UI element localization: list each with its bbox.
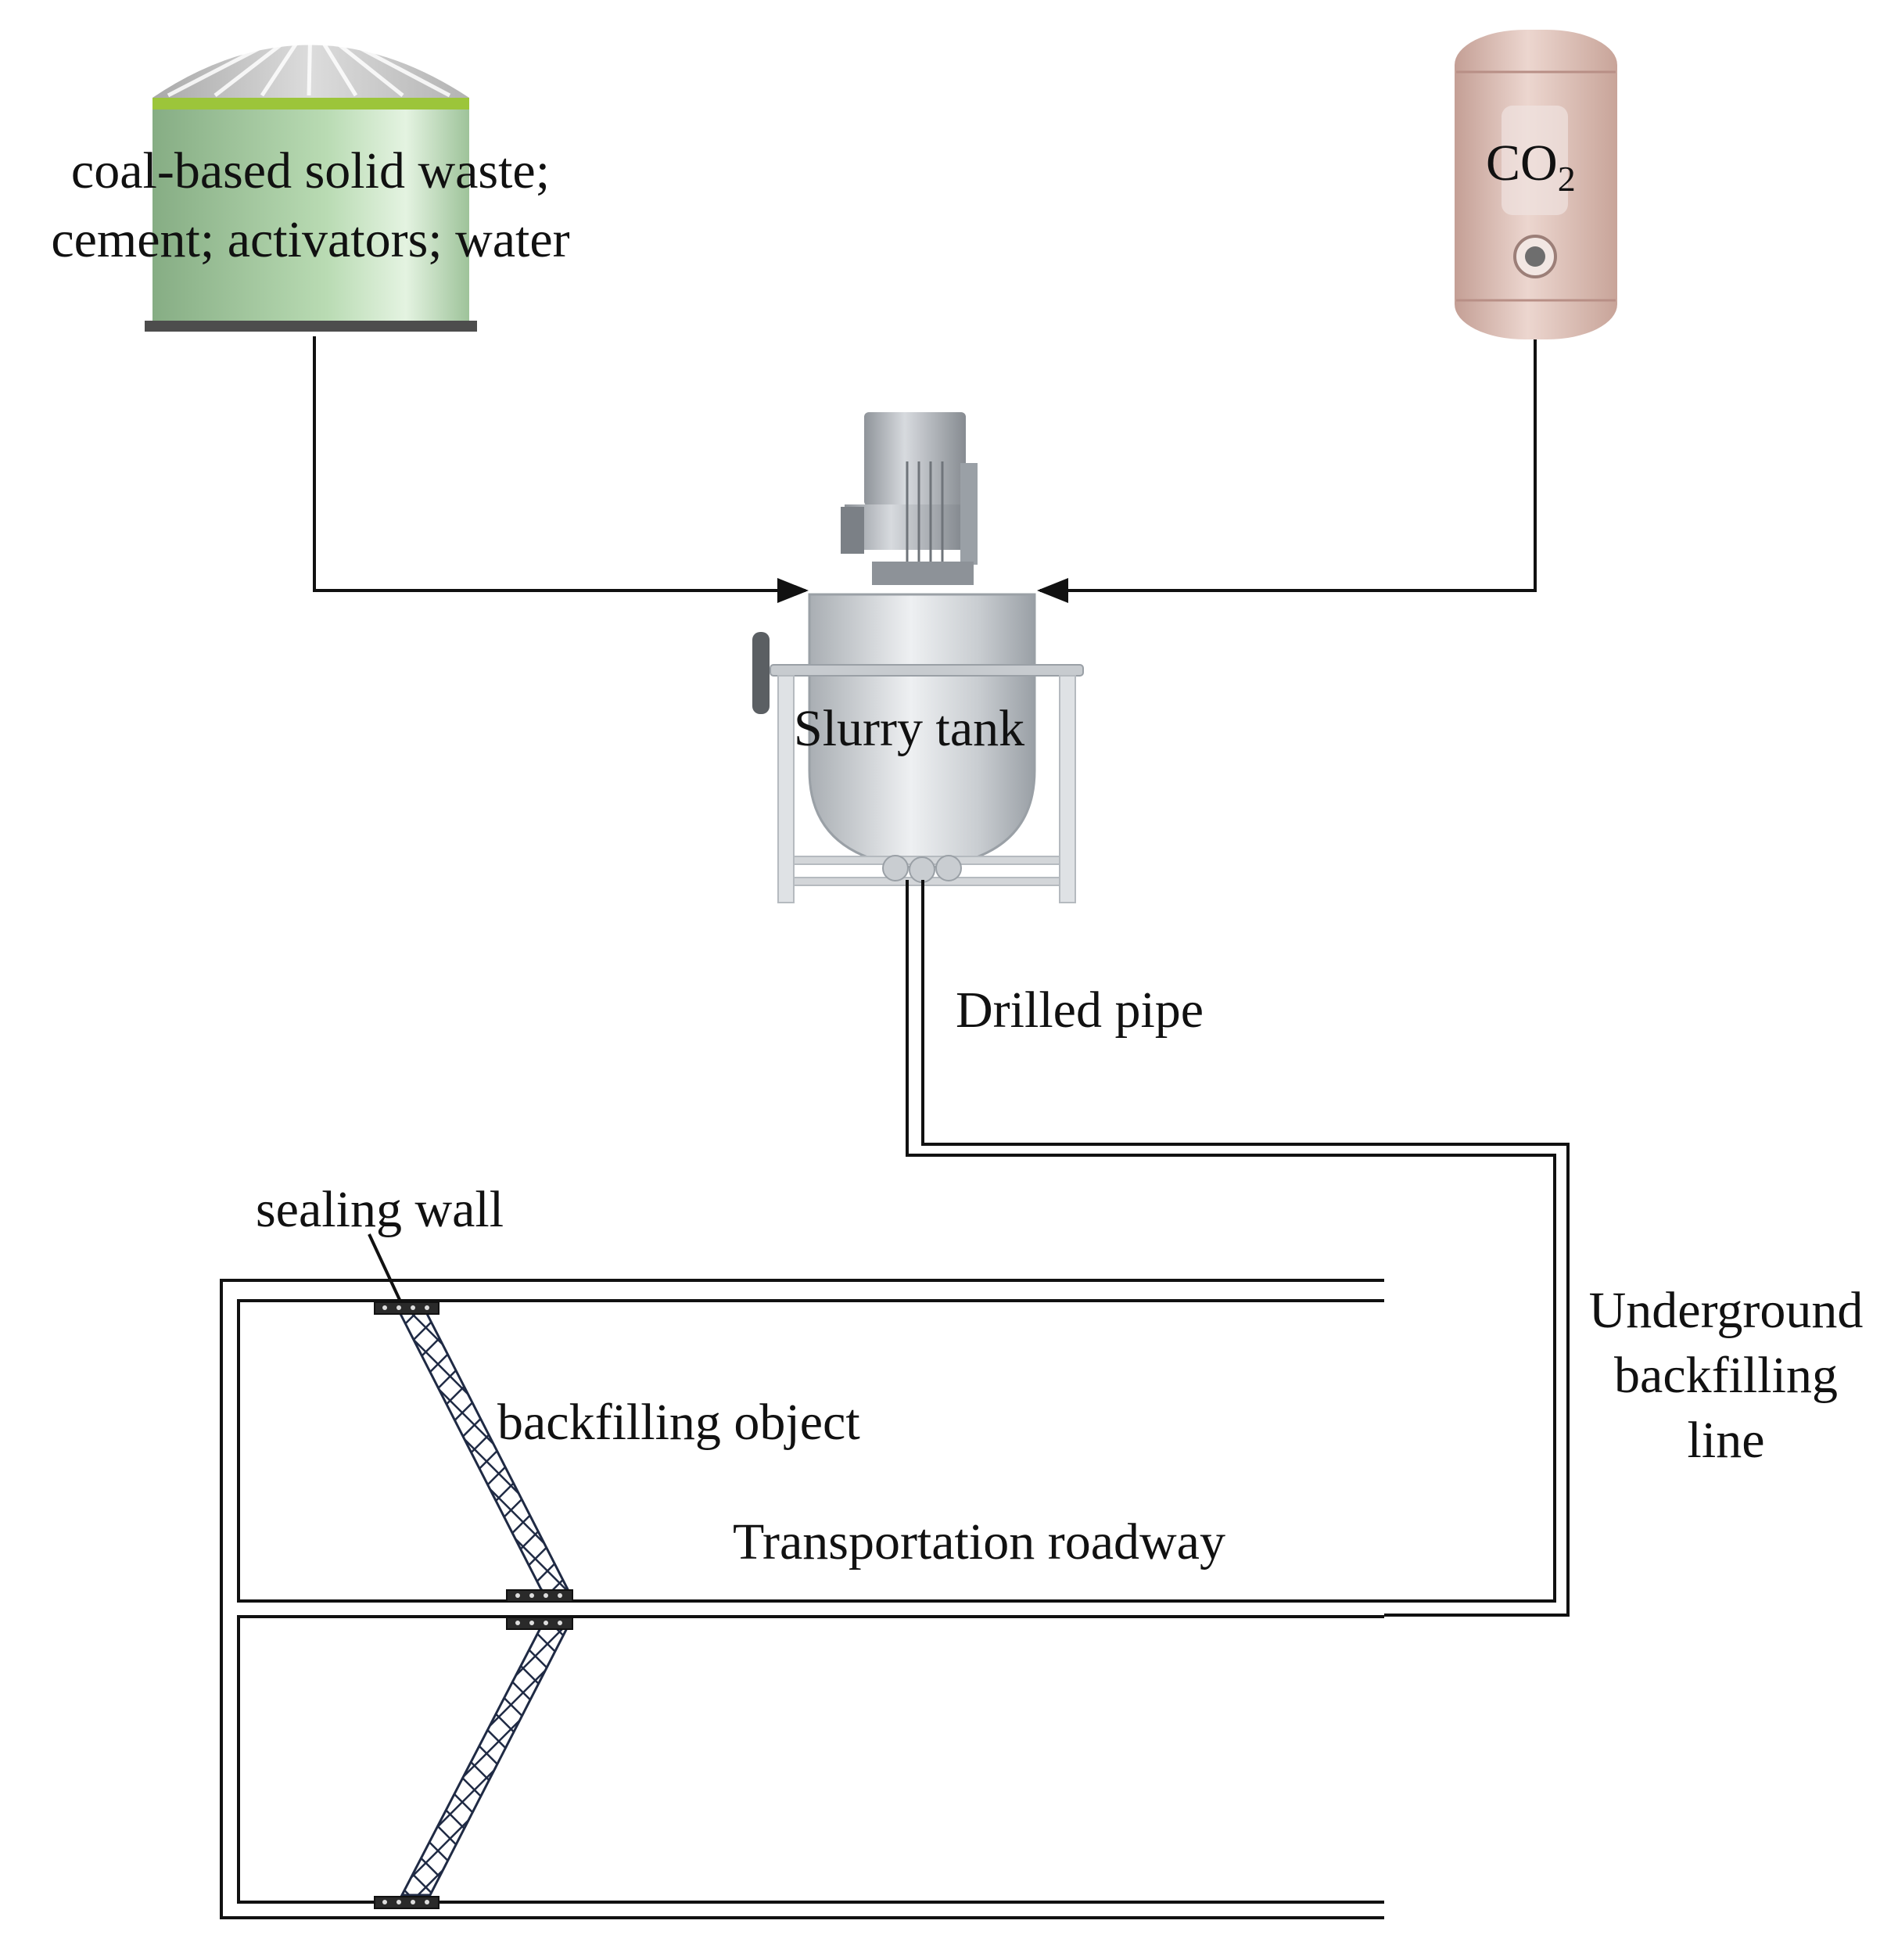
sealing-wall-top (374, 1301, 440, 1315)
mixer-motor-fins (906, 461, 944, 563)
roadway-outer-wall (220, 1279, 1384, 1919)
co2-valve-core (1525, 246, 1545, 267)
underground-line-label-2: backfilling (1614, 1347, 1838, 1404)
co2-tank (1455, 30, 1617, 339)
tank-handwheel (752, 632, 770, 714)
sealing-wall-mid-upper (506, 1589, 573, 1603)
tank-frame-top-rail (770, 664, 1084, 677)
raw-material-silo (145, 20, 477, 332)
feed-line-co2-to-tank (1037, 339, 1537, 603)
co2-label-plate (1502, 106, 1568, 215)
silo-label-line1: coal-based solid waste; (71, 142, 550, 199)
sealing-wall-label: sealing wall (256, 1181, 504, 1238)
sealing-walls (374, 1301, 573, 1909)
tank-outlet-left (882, 855, 909, 881)
mixer-motor-side (960, 463, 978, 565)
tank-frame-left-leg (777, 675, 795, 903)
slurry-tank-label: Slurry tank (794, 700, 1024, 757)
sealing-wall-studs (382, 1305, 562, 1904)
lower-roadway-wall (237, 1615, 1384, 1904)
silo-roof-ribs (167, 20, 451, 98)
sealing-wall-leader (368, 1233, 402, 1302)
silo-body (152, 109, 469, 321)
sealing-wall-bottom (374, 1896, 440, 1909)
tank-frame-right-leg (1059, 675, 1076, 903)
silo-band (152, 98, 469, 109)
mixer-coupling (872, 562, 974, 585)
tank-outlet-right (935, 855, 962, 881)
silo-base (145, 321, 477, 332)
tank-outlet-center (909, 856, 935, 883)
backfilling-object-lower (400, 1619, 573, 1897)
underground-line-label-1: Underground (1589, 1282, 1864, 1339)
drilled-pipe-label: Drilled pipe (956, 982, 1204, 1039)
transportation-roadway-label: Transportation roadway (733, 1513, 1225, 1571)
mixer-motor-box (841, 507, 864, 554)
drilled-pipe-outer (921, 880, 1570, 1617)
backfilling-object-upper (395, 1306, 573, 1597)
mixer-motor-top (864, 412, 966, 506)
co2-label: CO2 (1486, 135, 1576, 199)
silo-label-line2: cement; activators; water (51, 211, 569, 268)
slurry-tank-equipment (752, 412, 1084, 903)
underground-line-label-3: line (1688, 1412, 1765, 1469)
upper-roadway-wall (237, 1299, 1384, 1603)
feed-line-silo-to-tank (313, 336, 809, 603)
sealing-wall-mid-lower (506, 1617, 573, 1630)
roadway-walls (220, 1279, 1384, 1919)
backfilling-object-label: backfilling object (497, 1394, 860, 1451)
drilled-pipe-inner (906, 880, 1556, 1603)
